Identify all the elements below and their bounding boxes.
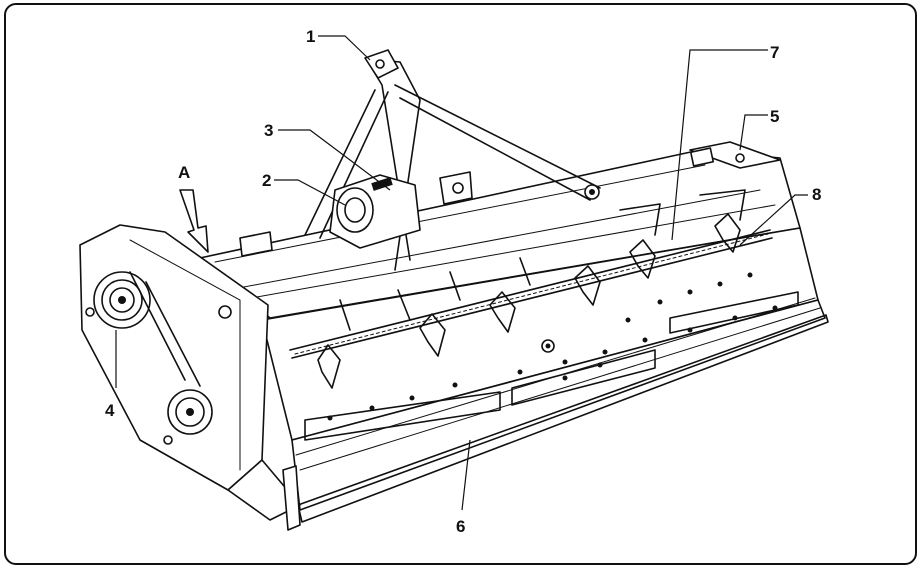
label-5: 5 xyxy=(770,107,779,126)
label-6: 6 xyxy=(456,517,465,536)
label-3: 3 xyxy=(264,121,273,140)
label-1: 1 xyxy=(306,27,315,46)
front-slots xyxy=(304,291,799,441)
rotor-shaft xyxy=(289,229,773,359)
rotor-blades xyxy=(317,189,746,389)
label-4: 4 xyxy=(105,401,115,420)
rotor-hood xyxy=(199,141,829,523)
label-a: A xyxy=(178,163,190,182)
side-plate xyxy=(282,465,301,531)
lower-pulley xyxy=(167,389,213,435)
bolt-holes xyxy=(327,272,778,421)
hitch-frame xyxy=(304,49,601,271)
label-7: 7 xyxy=(770,43,779,62)
label-2: 2 xyxy=(262,171,271,190)
upper-pulley xyxy=(93,271,201,387)
label-8: 8 xyxy=(812,185,821,204)
gearbox xyxy=(329,174,421,249)
lower-links xyxy=(239,171,473,257)
figure-frame xyxy=(4,3,917,565)
view-arrow-a xyxy=(179,189,209,253)
leader-lines xyxy=(115,35,808,511)
